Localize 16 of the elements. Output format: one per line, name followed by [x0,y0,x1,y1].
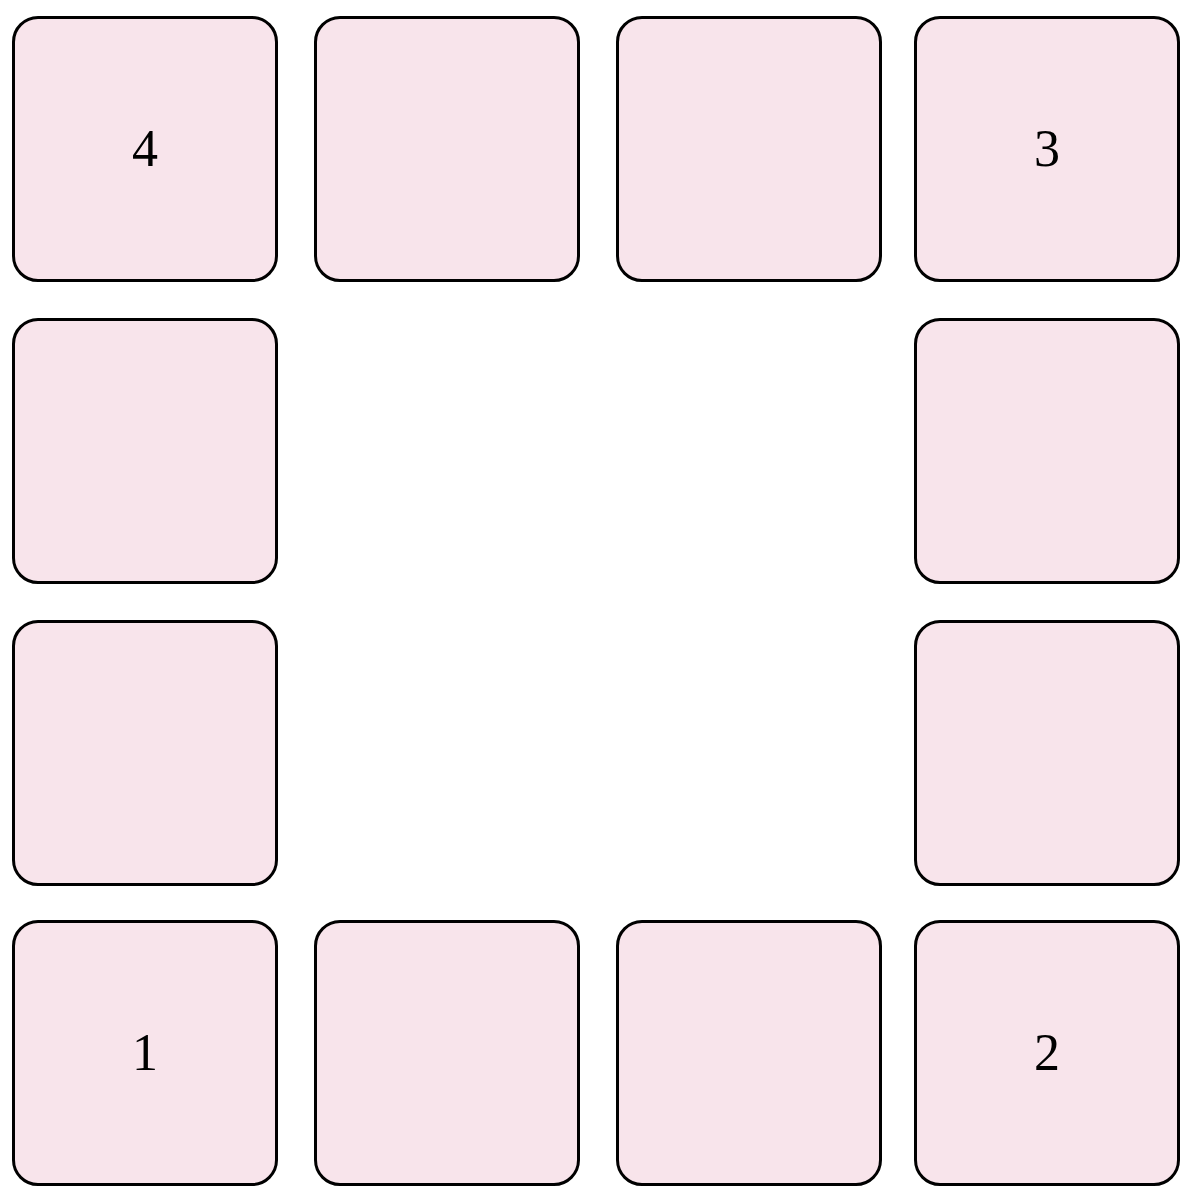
empty-tile [616,920,882,1186]
tile-number: 1 [132,1027,158,1079]
numbered-tile [12,16,278,282]
tile-number: 4 [132,123,158,175]
numbered-tile [914,16,1180,282]
empty-tile [914,620,1180,886]
tile-number: 2 [1034,1027,1060,1079]
numbered-tile [914,920,1180,1186]
empty-tile [12,620,278,886]
empty-tile [314,16,580,282]
empty-tile [914,318,1180,584]
tile-number: 3 [1034,123,1060,175]
empty-tile [616,16,882,282]
numbered-tile [12,920,278,1186]
empty-tile [314,920,580,1186]
empty-tile [12,318,278,584]
